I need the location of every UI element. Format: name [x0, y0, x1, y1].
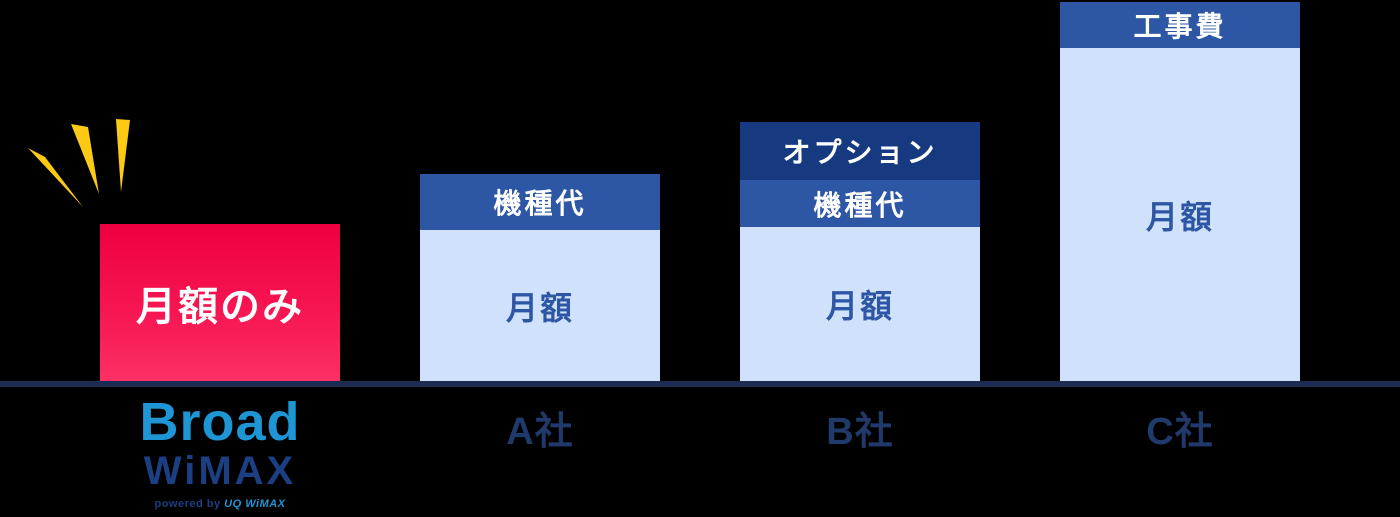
broad-wimax-logo: Broad WiMAX powered by UQ WiMAX [100, 394, 340, 510]
segment-device-fee: 機種代 [740, 180, 980, 227]
segment-monthly-only: 月額のみ [100, 224, 340, 381]
segment-label: 機種代 [493, 188, 587, 219]
powered-by-label: powered by [154, 498, 221, 510]
bar-company-c: 工事費 月額 [1060, 2, 1300, 381]
axis-label-company-b: B社 [826, 411, 894, 453]
bar-company-a: 機種代 月額 [420, 174, 660, 381]
segment-construction-fee: 工事費 [1060, 2, 1300, 48]
segment-label: オプション [782, 137, 938, 168]
segment-label: 機種代 [813, 189, 907, 221]
bar-company-b: オプション 機種代 月額 [740, 122, 980, 381]
uq-wimax-label: UQ WiMAX [224, 498, 286, 510]
segment-monthly-fee: 月額 [420, 230, 660, 381]
emphasis-rays-icon [28, 119, 130, 207]
segment-label: 工事費 [1133, 11, 1227, 42]
bar-broad-wimax: 月額のみ [100, 224, 340, 381]
segment-label: 月額 [505, 289, 574, 326]
segment-label: 月額のみ [136, 284, 304, 329]
segment-monthly-fee: 月額 [740, 227, 980, 381]
segment-device-fee: 機種代 [420, 174, 660, 230]
logo-broad-text: Broad [139, 392, 301, 452]
logo-wimax-text: WiMAX [143, 449, 297, 493]
segment-monthly-fee: 月額 [1060, 48, 1300, 381]
axis-label-company-c: C社 [1146, 411, 1214, 453]
segment-option-fee: オプション [740, 122, 980, 180]
baseline [0, 381, 1400, 387]
axis-label-company-a: A社 [506, 411, 574, 453]
segment-label: 月額 [825, 288, 894, 324]
logo-powered-by-text: powered by UQ WiMAX [100, 498, 340, 510]
segment-label: 月額 [1145, 198, 1214, 235]
